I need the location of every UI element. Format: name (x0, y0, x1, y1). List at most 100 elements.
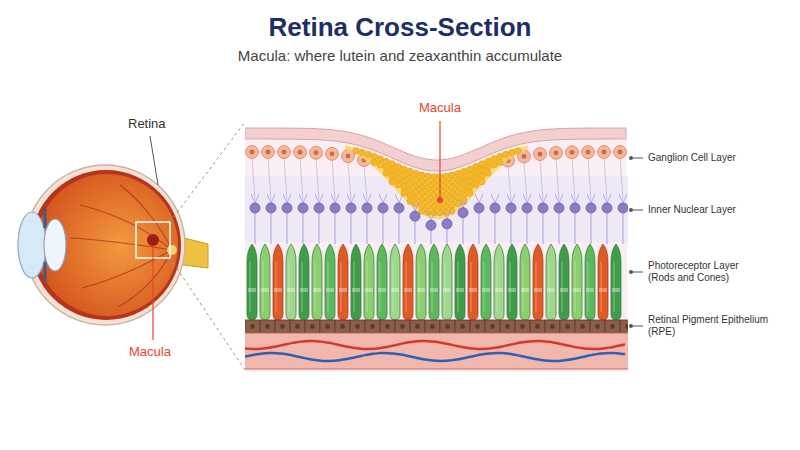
pigment-granule (461, 174, 467, 180)
ganglion-cell (534, 148, 547, 161)
rpe-cell (530, 320, 545, 333)
axon (283, 194, 287, 203)
cell-nucleus (340, 324, 345, 329)
pigment-granule (389, 173, 395, 179)
axon (475, 194, 479, 203)
axon (495, 213, 496, 244)
axon (463, 199, 467, 208)
pigment-granule (377, 156, 383, 162)
retina-cross-section (245, 128, 628, 372)
cell-nucleus (355, 324, 360, 329)
pigment-granule (395, 163, 401, 169)
choroid-edge (245, 333, 628, 334)
cell-segment (417, 288, 425, 292)
leader-dot (437, 197, 443, 203)
highlight (445, 262, 446, 312)
axon (303, 213, 304, 244)
highlight (341, 262, 342, 312)
bipolar-cell (506, 203, 516, 213)
highlight (302, 262, 303, 312)
cell-nucleus (295, 324, 300, 329)
rpe-cell (500, 320, 515, 333)
pigment-granule (443, 203, 449, 209)
pigment-granule (413, 188, 419, 194)
pigment-granule (419, 178, 425, 184)
leader-line (439, 121, 440, 200)
pigment-granule (449, 190, 455, 196)
axon (523, 194, 527, 203)
highlight (601, 262, 602, 312)
retina-interior (36, 174, 178, 316)
axon (415, 202, 419, 211)
cell-nucleus (266, 150, 271, 155)
bipolar-cell (458, 208, 468, 218)
pigment-granule (401, 184, 407, 190)
bipolar-cell (586, 203, 596, 213)
axon (591, 194, 595, 203)
pigment-granule (407, 198, 413, 204)
rod-cell (442, 244, 452, 320)
pigment-granule (437, 198, 443, 204)
axon (267, 194, 271, 203)
pigment-granule (389, 167, 395, 173)
rod-cell (377, 244, 387, 320)
cell-nucleus (580, 324, 585, 329)
axon (623, 194, 627, 203)
axon (623, 213, 624, 244)
axon (463, 218, 464, 244)
rod-cell (455, 244, 465, 320)
axon (415, 221, 416, 244)
cell-nucleus (370, 324, 375, 329)
leader-dot (629, 156, 633, 160)
pigment-granule (383, 158, 389, 164)
cell-nucleus (250, 150, 255, 155)
cell-nucleus (535, 324, 540, 329)
pigment-granule (425, 203, 431, 209)
pigment-granule (503, 151, 509, 157)
axon (411, 202, 415, 211)
pigment-granule (383, 170, 389, 176)
pigment-granule (461, 168, 467, 174)
dendrite (524, 162, 527, 200)
rod-cell (351, 244, 361, 320)
pigment-granule (407, 186, 413, 192)
rpe-cell (365, 320, 380, 333)
pigment-granule (431, 192, 437, 198)
axon (335, 213, 336, 244)
pigment-granule (401, 166, 407, 172)
axon (539, 194, 543, 203)
pigment-granule (449, 184, 455, 190)
axon (507, 194, 511, 203)
pigment-granule (395, 181, 401, 187)
cone-cell (403, 244, 413, 320)
cell-nucleus (490, 324, 495, 329)
pigment-granule (431, 204, 437, 210)
cell-nucleus (522, 154, 527, 159)
rod-cell (429, 244, 439, 320)
pigment-granule (413, 170, 419, 176)
layer-label: Photoreceptor Layer (Rods and Cones) (648, 260, 766, 284)
cell-segment (469, 288, 477, 292)
pigment-granule (377, 162, 383, 168)
rod-cell (312, 244, 322, 320)
axon (479, 194, 483, 203)
pigment-granule (491, 156, 497, 162)
cell-nucleus (625, 324, 628, 329)
axon (587, 194, 591, 203)
leader-line (150, 136, 158, 185)
highlight (523, 262, 524, 312)
cell-segment (391, 288, 399, 292)
axon (575, 194, 579, 203)
ganglion-cell (326, 147, 339, 160)
cell-segment (287, 288, 295, 292)
cell-nucleus (385, 324, 390, 329)
pigment-granule (353, 148, 359, 154)
bipolar-cell (538, 203, 548, 213)
pigment-granule (455, 182, 461, 188)
highlight (432, 262, 433, 312)
choroid (31, 170, 181, 320)
axon (431, 211, 435, 220)
axon (619, 194, 623, 203)
iris (44, 262, 47, 281)
cell-nucleus (346, 154, 351, 159)
